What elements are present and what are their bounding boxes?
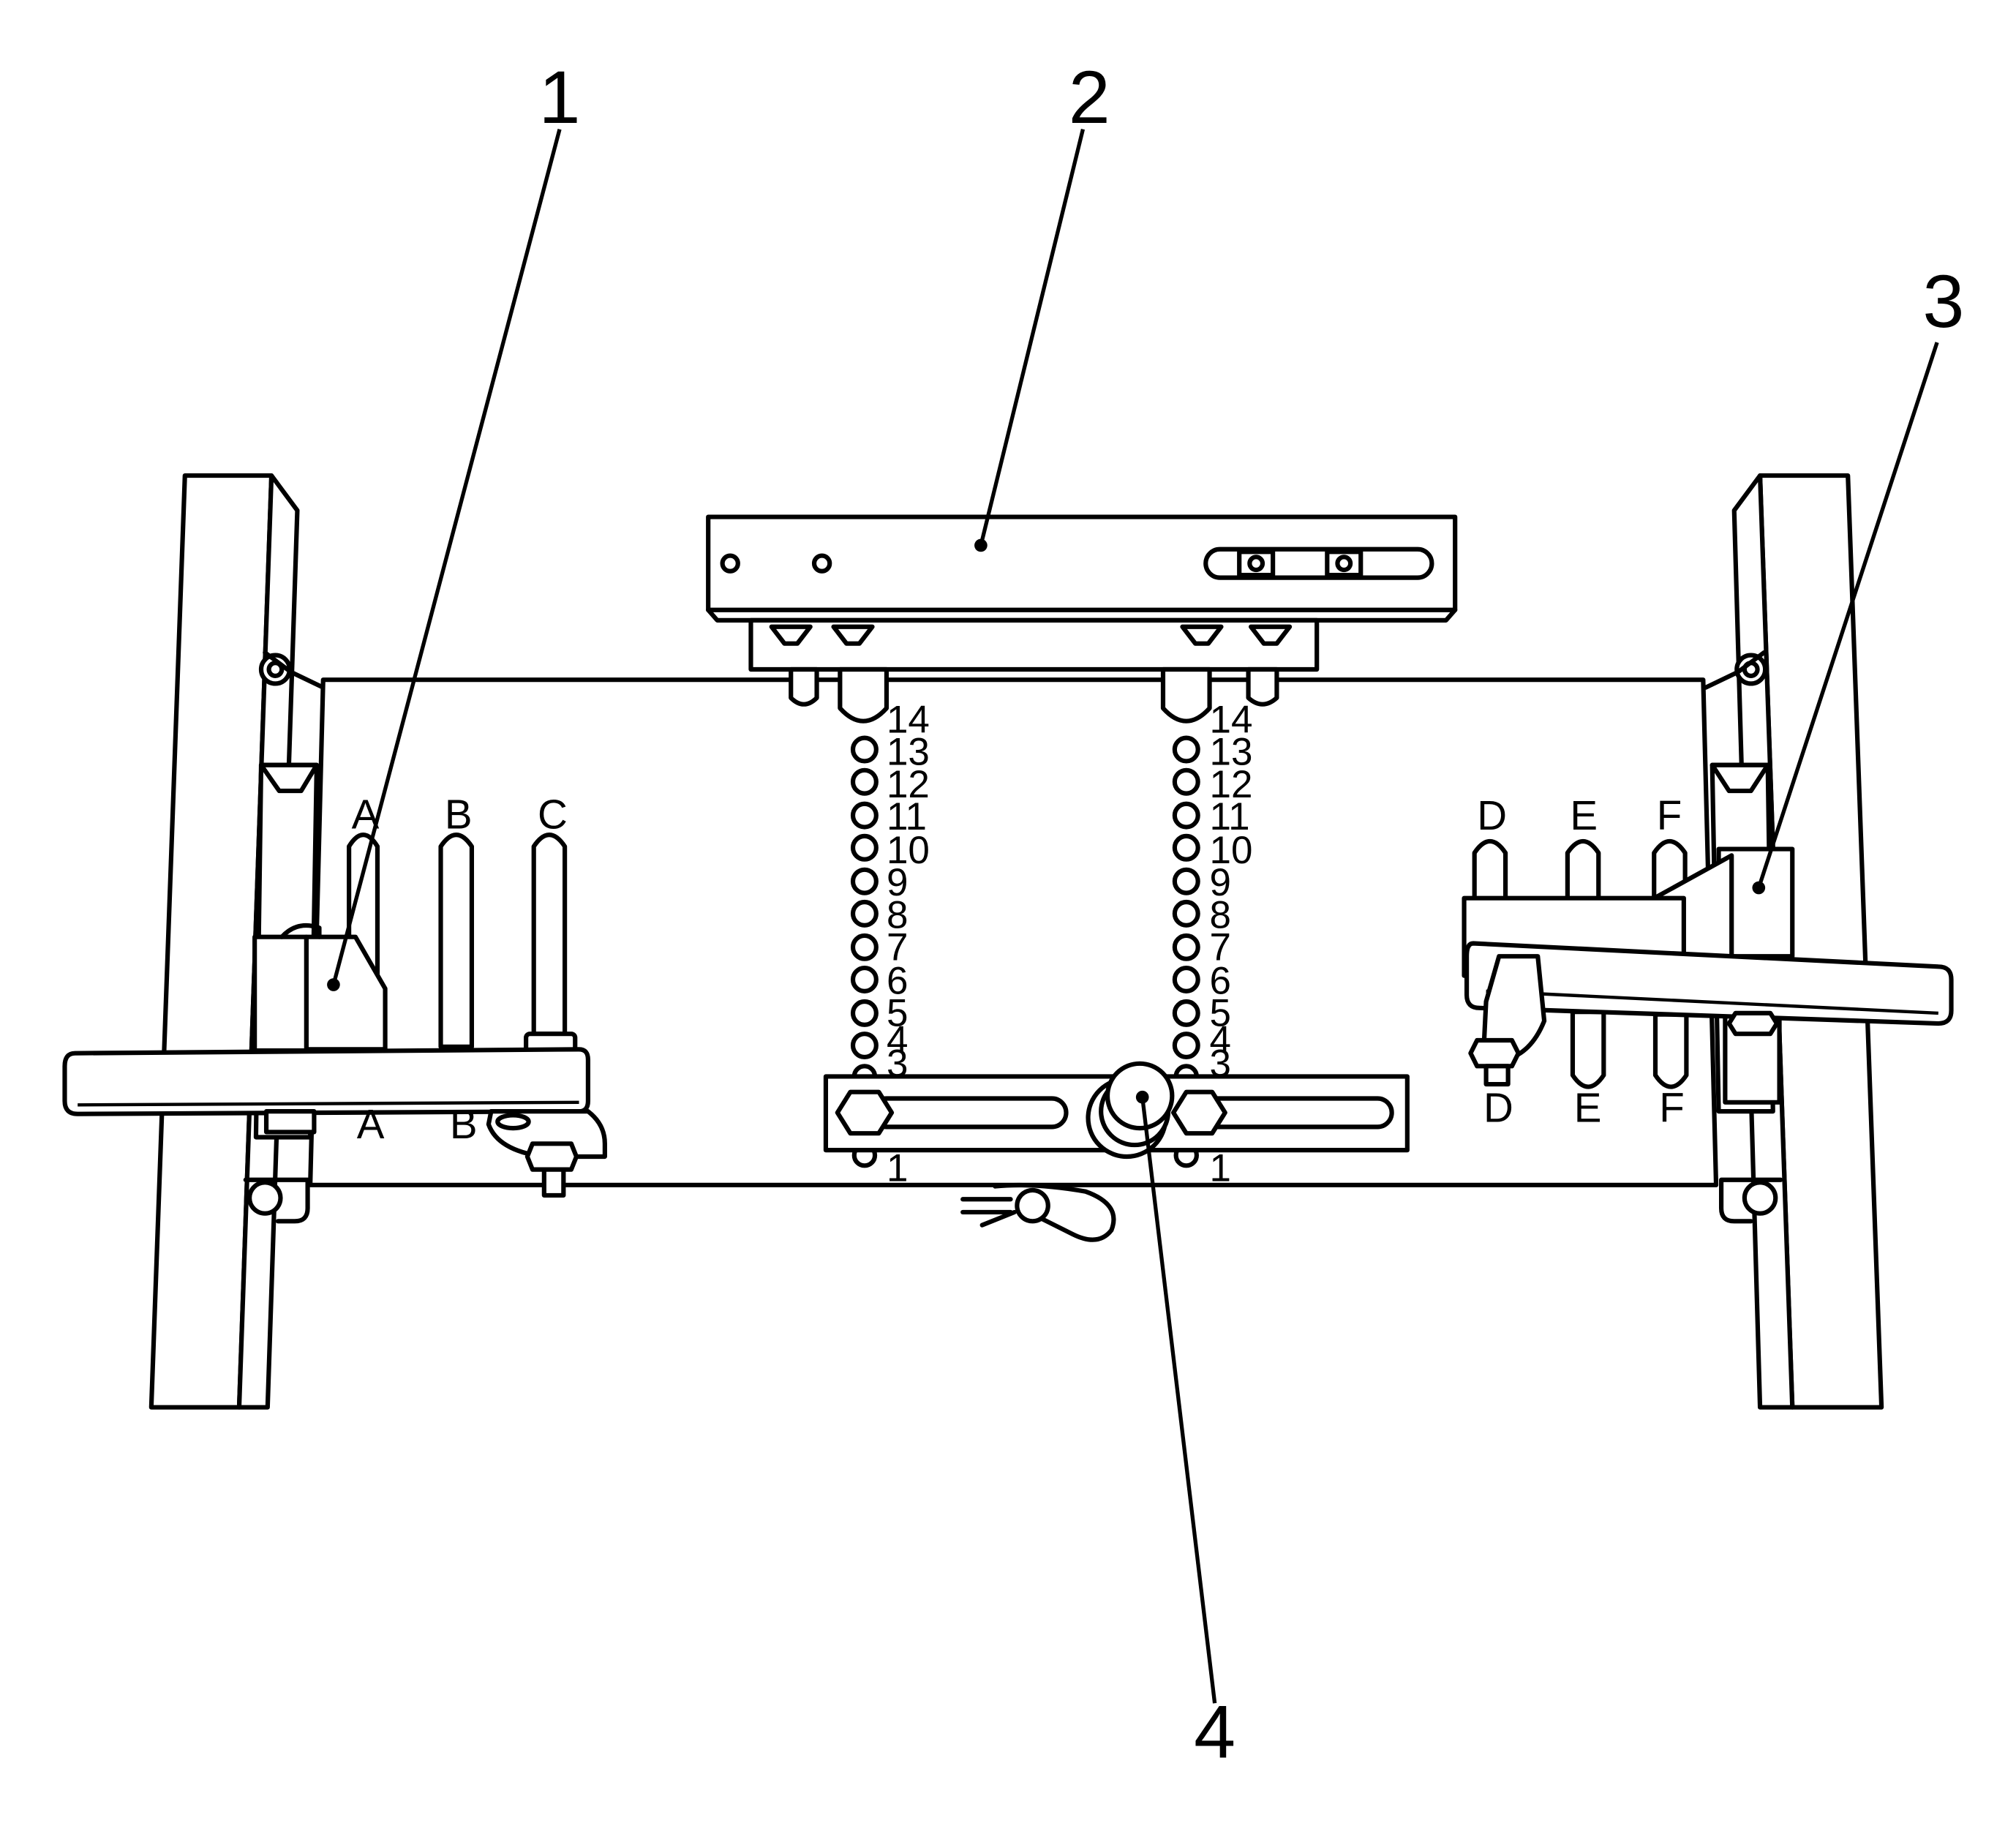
hole <box>850 767 879 796</box>
hole <box>1172 735 1200 764</box>
slot-label-f: F <box>1657 792 1682 838</box>
hole <box>850 899 879 928</box>
hole <box>1172 801 1200 830</box>
slot-label-d: D <box>1477 792 1507 838</box>
slot-label-e: E <box>1570 792 1598 838</box>
hole-number-label: 9 <box>887 861 908 904</box>
hole-number-label: 5 <box>887 992 908 1035</box>
hole <box>850 933 879 961</box>
callout-2: 2 <box>1069 55 1110 139</box>
hole-number-label: 5 <box>1210 992 1231 1035</box>
slot-label-a-bottom: A <box>357 1101 385 1147</box>
top-clamp-bracket <box>706 514 1458 724</box>
hole <box>850 965 879 993</box>
callout-leaders <box>327 128 1939 1704</box>
callout-3: 3 <box>1922 259 1964 343</box>
hole <box>1172 999 1200 1027</box>
left-arm-assembly <box>62 923 607 1198</box>
hole-number-label: 8 <box>1210 893 1231 936</box>
hole-number-label: 6 <box>1210 959 1231 1002</box>
hole-number-label: 4 <box>887 1019 908 1062</box>
hole-number-label: 12 <box>1210 763 1253 806</box>
hole-number-label: 7 <box>887 925 908 969</box>
hole <box>1172 833 1200 862</box>
retaining-pin <box>960 1182 1116 1242</box>
hole-number-label: 12 <box>887 763 930 806</box>
hole-number-label: 11 <box>887 795 927 838</box>
hole-number-label: 14 <box>1210 699 1253 742</box>
hole <box>1172 767 1200 796</box>
hole <box>1172 899 1200 928</box>
slot-label-c: C <box>538 791 568 837</box>
callout-4: 4 <box>1194 1689 1235 1773</box>
hole-number-label: 1 <box>1210 1147 1231 1190</box>
hole <box>850 867 879 895</box>
hole <box>850 999 879 1027</box>
hole-number-label: 13 <box>1210 731 1253 774</box>
hole <box>850 801 879 830</box>
hole-number-label: 7 <box>1210 925 1231 969</box>
hole-number-label: 9 <box>1210 861 1231 904</box>
slot-label-e-bottom: E <box>1574 1084 1602 1130</box>
right-arm-assembly <box>1462 846 1954 1105</box>
slot-label-b: B <box>445 791 473 837</box>
hole-number-label: 11 <box>1210 795 1250 838</box>
hole-number-label: 4 <box>1210 1019 1231 1062</box>
hole-number-label: 13 <box>887 731 930 774</box>
hole-number-label: 8 <box>887 893 908 936</box>
hole-number-label: 14 <box>887 699 930 742</box>
slot-label-f-bottom: F <box>1659 1084 1685 1130</box>
hole-number-label: 10 <box>887 829 930 872</box>
hole <box>1172 1032 1200 1060</box>
slot-label-d-bottom: D <box>1483 1084 1513 1130</box>
hole <box>850 735 879 764</box>
hole <box>850 833 879 862</box>
slide-bar-assembly <box>823 1061 1410 1160</box>
hole <box>1172 933 1200 961</box>
hole <box>850 1032 879 1060</box>
callout-1: 1 <box>539 55 581 139</box>
hole-number-label: 6 <box>887 959 908 1002</box>
slot-label-b-bottom: B <box>450 1101 478 1147</box>
hole <box>1172 867 1200 895</box>
hole-number-label: 1 <box>887 1147 908 1190</box>
hole <box>1172 965 1200 993</box>
hole-number-label: 10 <box>1210 829 1253 872</box>
